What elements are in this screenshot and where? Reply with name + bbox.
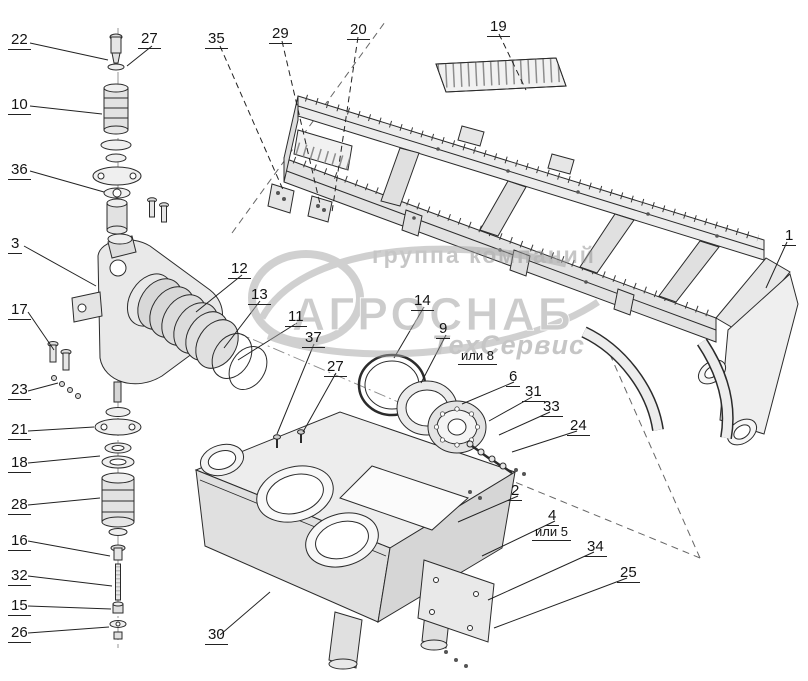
callout-27-upper: 27: [138, 31, 161, 49]
curved-member: [581, 326, 664, 432]
spring-hanger-bracket: [401, 209, 423, 237]
frame-crossmember: [380, 147, 420, 207]
kingpin-stud: [113, 381, 122, 403]
callout-21: 21: [8, 422, 31, 440]
callout-2: 2: [508, 483, 523, 501]
callout-3: 3: [8, 236, 23, 254]
steering-arm: [71, 291, 103, 323]
lock-ring: [211, 333, 253, 379]
subframe-assembly: [194, 411, 517, 670]
subframe-opening: [339, 465, 469, 531]
rubber-boot-10: [103, 87, 129, 131]
nut: [113, 631, 123, 640]
callout-10: 10: [8, 97, 31, 115]
washer: [67, 387, 73, 393]
callout-34: 34: [584, 539, 607, 557]
washer: [59, 381, 65, 387]
callout-17: 17: [8, 302, 31, 320]
callout-20: 20: [347, 22, 370, 40]
subframe-right-face: [377, 471, 516, 623]
washer: [75, 393, 81, 399]
fastener: [477, 448, 485, 456]
callout-26: 26: [8, 625, 31, 643]
frame-left-crossmember: [283, 95, 299, 183]
callout-11: 11: [285, 309, 307, 327]
washer: [51, 375, 57, 381]
callout-12: 12: [228, 261, 251, 279]
callout-33: 33: [540, 399, 563, 417]
mount-bracket: [457, 125, 485, 147]
frame-crossmember: [658, 240, 720, 303]
leader-lines: [23, 33, 788, 636]
watermark-emblem: [248, 250, 364, 346]
frame-bracket: [267, 183, 295, 214]
fastener: [466, 440, 474, 448]
subframe-bolt: [273, 434, 281, 440]
callout-31: 31: [522, 384, 545, 402]
callout-32: 32: [8, 568, 31, 586]
callout-5-alt: или 5: [532, 525, 571, 541]
callout-16: 16: [8, 533, 31, 551]
callout-22: 22: [8, 32, 31, 50]
callout-19: 19: [487, 19, 510, 37]
callout-15: 15: [8, 598, 31, 616]
frame-bracket: [307, 195, 333, 223]
callout-13: 13: [248, 287, 271, 305]
lower-parts-stack: [94, 407, 142, 640]
watermark-line2: АГРОСНАБ: [292, 288, 574, 340]
washer: [105, 407, 131, 417]
callout-14: 14: [411, 293, 434, 311]
callout-4: 4: [545, 508, 560, 526]
watermark-swoosh: [258, 245, 567, 320]
rubber-boot-28: [101, 477, 135, 523]
fastener: [499, 462, 507, 470]
callout-36: 36: [8, 162, 31, 180]
subframe-leg: [328, 611, 363, 669]
callout-8-alt: или 8: [458, 349, 497, 365]
washer: [100, 139, 132, 151]
callout-30: 30: [205, 627, 228, 645]
watermark-swoosh: [266, 299, 600, 358]
spring-hanger-bracket: [613, 288, 635, 316]
callout-1: 1: [782, 228, 797, 246]
washer: [105, 153, 127, 163]
washer: [108, 528, 128, 536]
callout-23: 23: [8, 382, 31, 400]
watermark: группа компаний АГРОСНАБ ТехСервис: [248, 242, 600, 360]
callout-37: 37: [302, 330, 325, 348]
cover-plate-36: [92, 166, 142, 186]
construction-lines: [231, 21, 701, 559]
callout-25: 25: [617, 565, 640, 583]
callout-29: 29: [269, 26, 292, 44]
watermark-line3: ТехСервис: [432, 330, 585, 360]
frame-left-web: [293, 129, 353, 171]
callout-9: 9: [436, 321, 451, 339]
mount-bracket: [547, 153, 575, 175]
callout-24: 24: [567, 418, 590, 436]
upper-parts-stack: [92, 33, 169, 235]
callout-35: 35: [205, 31, 228, 49]
cover-plate-21: [94, 418, 142, 436]
frame-crossmember: [579, 213, 635, 274]
callout-27-lower: 27: [324, 359, 347, 377]
lock-ring: [228, 346, 268, 390]
frame-crossmember: [479, 180, 527, 237]
steering-arm-fasteners: [47, 341, 81, 399]
knuckle-assembly: [71, 233, 268, 403]
fastener: [488, 455, 496, 463]
watermark-line1: группа компаний: [372, 242, 596, 268]
callout-18: 18: [8, 455, 31, 473]
callout-28: 28: [8, 497, 31, 515]
callout-6: 6: [506, 369, 521, 387]
